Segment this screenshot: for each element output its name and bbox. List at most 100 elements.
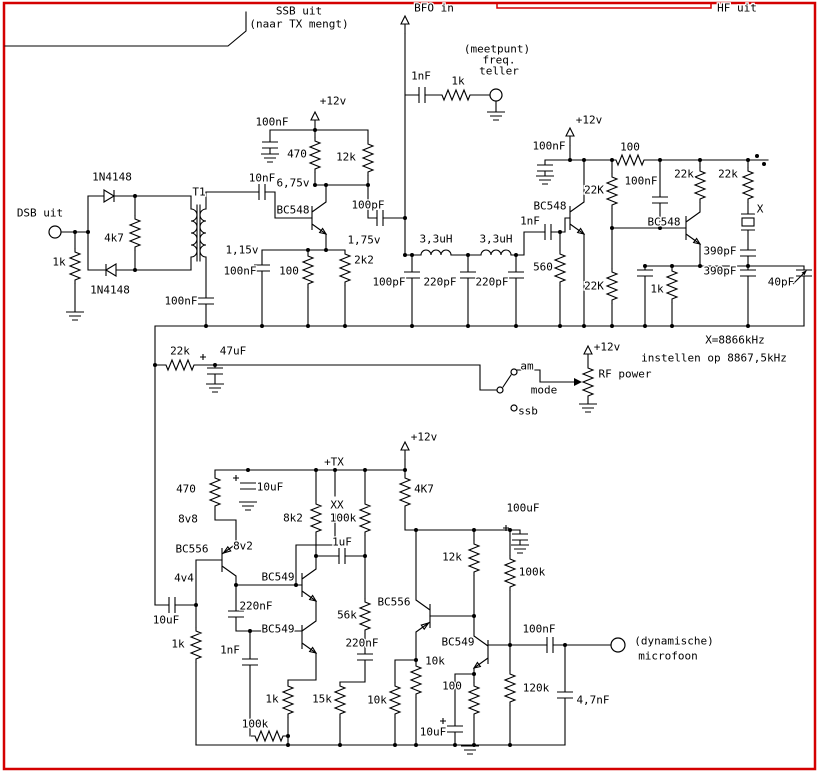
transistor-q6-bc549 bbox=[301, 620, 317, 654]
cap-1uf bbox=[338, 547, 346, 565]
label-dsb-uit: DSB uit bbox=[17, 207, 63, 220]
res-22k-bias1 bbox=[606, 172, 618, 210]
cap-10uf-e bbox=[446, 725, 464, 733]
cap-100nf-c bbox=[651, 196, 669, 204]
junction-dot bbox=[453, 743, 457, 747]
label-v12-c: +12v bbox=[411, 431, 438, 444]
label-c100pf-s: 100pF bbox=[372, 276, 405, 289]
junction-dot bbox=[466, 253, 470, 257]
junction-dot bbox=[472, 528, 476, 532]
label-r470-b: 470 bbox=[176, 483, 196, 496]
label-r4k7-b: 4K7 bbox=[414, 483, 434, 496]
junction-dot bbox=[414, 658, 418, 662]
label-c10uf-in: 10uF bbox=[153, 614, 180, 627]
meetpunt-terminal bbox=[489, 88, 503, 102]
switch-am-contact bbox=[510, 368, 518, 376]
junction-dot bbox=[508, 643, 512, 647]
wire-ssb-out bbox=[4, 11, 247, 47]
label-teller: teller bbox=[479, 65, 519, 78]
label-r100-b: 100 bbox=[620, 141, 640, 154]
label-ssb-uit: SSB uit bbox=[276, 5, 322, 18]
label-xx: XX bbox=[330, 499, 344, 512]
junction-dot bbox=[508, 528, 512, 532]
label-r1k-osc: 1k bbox=[650, 283, 664, 296]
res-100k-b bbox=[504, 554, 516, 592]
junction-dot bbox=[306, 248, 310, 252]
cap-1nf-c bbox=[241, 658, 259, 666]
cap-100uf bbox=[511, 533, 529, 541]
ground-icon bbox=[578, 403, 598, 413]
junction-dot bbox=[343, 324, 347, 328]
res-470-b bbox=[209, 473, 221, 511]
bfo-in-arrow-icon bbox=[400, 15, 410, 35]
microphone-terminal bbox=[610, 637, 626, 653]
junction-dot bbox=[414, 528, 418, 532]
components bbox=[48, 15, 813, 755]
label-bfo-in: BFO in bbox=[414, 2, 454, 15]
junction-dot bbox=[260, 324, 264, 328]
junction-dot bbox=[86, 230, 90, 234]
transformer-primary bbox=[190, 208, 198, 258]
cap-10uf-input bbox=[168, 596, 176, 614]
ground-icon bbox=[535, 175, 555, 185]
ground-icon bbox=[486, 111, 506, 121]
label-q7: BC556 bbox=[377, 596, 410, 609]
junction-dot bbox=[563, 643, 567, 647]
label-c100nf-b: 100nF bbox=[532, 140, 565, 153]
label-mic: microfoon bbox=[638, 650, 698, 663]
res-12k bbox=[362, 139, 374, 177]
junction-dot bbox=[234, 583, 238, 587]
junction-dot bbox=[324, 183, 328, 187]
res-1k-in bbox=[69, 247, 81, 285]
junction-dot bbox=[403, 253, 407, 257]
junction-dot bbox=[294, 583, 298, 587]
transistor-q5-bc549 bbox=[301, 568, 317, 602]
junction-dot bbox=[313, 183, 317, 187]
ground-icon bbox=[460, 745, 480, 755]
junction-dot bbox=[610, 158, 614, 162]
label-meetpunt: (meetpunt) bbox=[464, 43, 530, 56]
transistor-q1-bc548 bbox=[311, 201, 327, 235]
label-d1: 1N4148 bbox=[92, 171, 132, 184]
red-frame-notch bbox=[496, 3, 712, 9]
res-100-a bbox=[302, 251, 314, 289]
tap-dot bbox=[755, 154, 759, 158]
label-r15k: 15k bbox=[312, 693, 332, 706]
res-100-b bbox=[611, 154, 649, 166]
res-4k7 bbox=[129, 214, 141, 252]
cap-100nf-rail2 bbox=[536, 164, 554, 172]
label-r100k-c: 100k bbox=[242, 718, 269, 731]
res-100k-a bbox=[359, 499, 371, 537]
junction-dot bbox=[670, 324, 674, 328]
label-v12-b: +12v bbox=[576, 114, 603, 127]
cap-100pf-coupling bbox=[376, 209, 384, 227]
ground-icon bbox=[205, 383, 225, 393]
junction-dot bbox=[514, 324, 518, 328]
junction-dot bbox=[204, 324, 208, 328]
junction-dot bbox=[698, 158, 702, 162]
junction-dot bbox=[746, 158, 750, 162]
supply-arrow-a-icon bbox=[310, 111, 320, 131]
res-15k bbox=[334, 681, 346, 719]
res-1k-b bbox=[190, 626, 202, 664]
junction-dot bbox=[324, 248, 328, 252]
junction-dots bbox=[73, 128, 750, 747]
junction-dot bbox=[582, 324, 586, 328]
label-v8v2: 8v2 bbox=[233, 540, 253, 553]
ground-icon bbox=[238, 501, 258, 511]
label-r4k7-a: 4k7 bbox=[104, 232, 124, 245]
junction-dot bbox=[610, 324, 614, 328]
label-r8k2: 8k2 bbox=[283, 512, 303, 525]
junction-dot bbox=[472, 614, 476, 618]
cap-4n7 bbox=[556, 691, 574, 699]
label-c220pf-b: 220pF bbox=[475, 276, 508, 289]
junction-dot bbox=[393, 743, 397, 747]
ground-icon bbox=[510, 544, 530, 554]
cap-100nf-rail1 bbox=[261, 141, 279, 149]
junction-dot bbox=[133, 268, 137, 272]
res-56k bbox=[359, 597, 371, 635]
cap-390pf-b bbox=[739, 269, 757, 277]
label-q6: BC549 bbox=[261, 623, 294, 636]
label-hf-uit: HF uit bbox=[717, 2, 757, 15]
